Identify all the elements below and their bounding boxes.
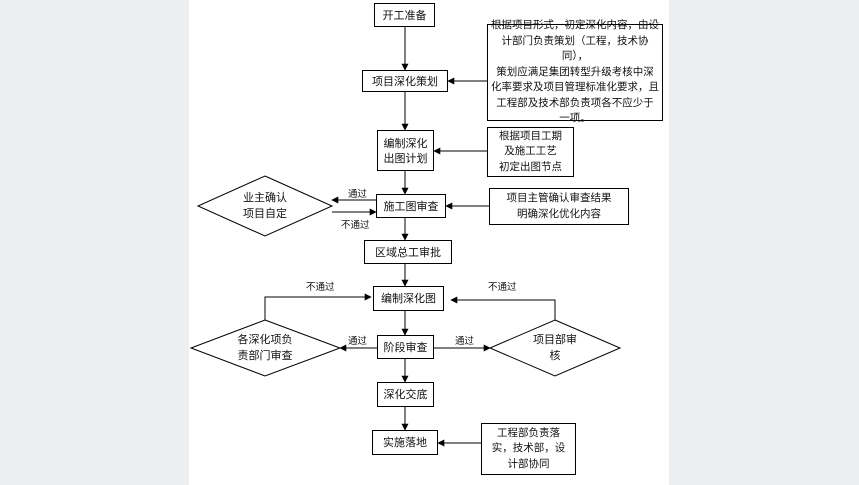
implementation-label: 实施落地 <box>383 436 427 449</box>
regional-approval-box: 区域总工审批 <box>364 240 452 264</box>
start-box: 开工准备 <box>374 3 435 27</box>
deepening-drawing-label: 编制深化图 <box>381 292 436 305</box>
dept-review-decision: 各深化项负 责部门审查 <box>237 333 293 362</box>
right-fail-label: 不通过 <box>488 282 517 293</box>
drawing-schedule-box: 编制深化 出图计划 <box>377 130 434 171</box>
deepening-drawing-box: 编制深化图 <box>373 286 444 311</box>
planning-note: 根据项目形式，初定深化内容，由设 计部门负责策划（工程，技术协同）， 策划应满足… <box>487 19 663 124</box>
left-pass-label: 通过 <box>348 336 368 347</box>
owner-pass-label: 通过 <box>348 189 368 200</box>
implementation-box: 实施落地 <box>372 430 438 455</box>
owner-fail-label: 不通过 <box>341 220 370 231</box>
construction-review-box: 施工图审查 <box>376 194 446 218</box>
project-planning-box: 项目深化策划 <box>362 70 448 92</box>
regional-approval-label: 区域总工审批 <box>375 245 441 259</box>
stage-review-box: 阶段审查 <box>377 335 434 359</box>
left-fail-label: 不通过 <box>306 282 335 293</box>
handover-label: 深化交底 <box>383 388 428 401</box>
schedule-note: 根据项目工期 及施工工艺 初定出图节点 <box>487 127 574 177</box>
handover-box: 深化交底 <box>377 382 434 407</box>
project-planning-label: 项目深化策划 <box>372 74 438 88</box>
implementation-note: 工程部负责落 实，技术部，设 计部协同 <box>481 423 576 475</box>
owner-confirm-decision: 业主确认 项目自定 <box>243 191 287 220</box>
stage-review-label: 阶段审查 <box>383 340 428 354</box>
right-pass-label: 通过 <box>455 336 475 347</box>
start-label: 开工准备 <box>382 8 427 22</box>
review-note: 项目主管确认审查结果 明确深化优化内容 <box>489 188 629 225</box>
project-dept-decision: 项目部审 核 <box>533 333 577 362</box>
drawing-schedule-label: 编制深化 出图计划 <box>383 136 428 165</box>
construction-review-label: 施工图审查 <box>383 199 439 213</box>
